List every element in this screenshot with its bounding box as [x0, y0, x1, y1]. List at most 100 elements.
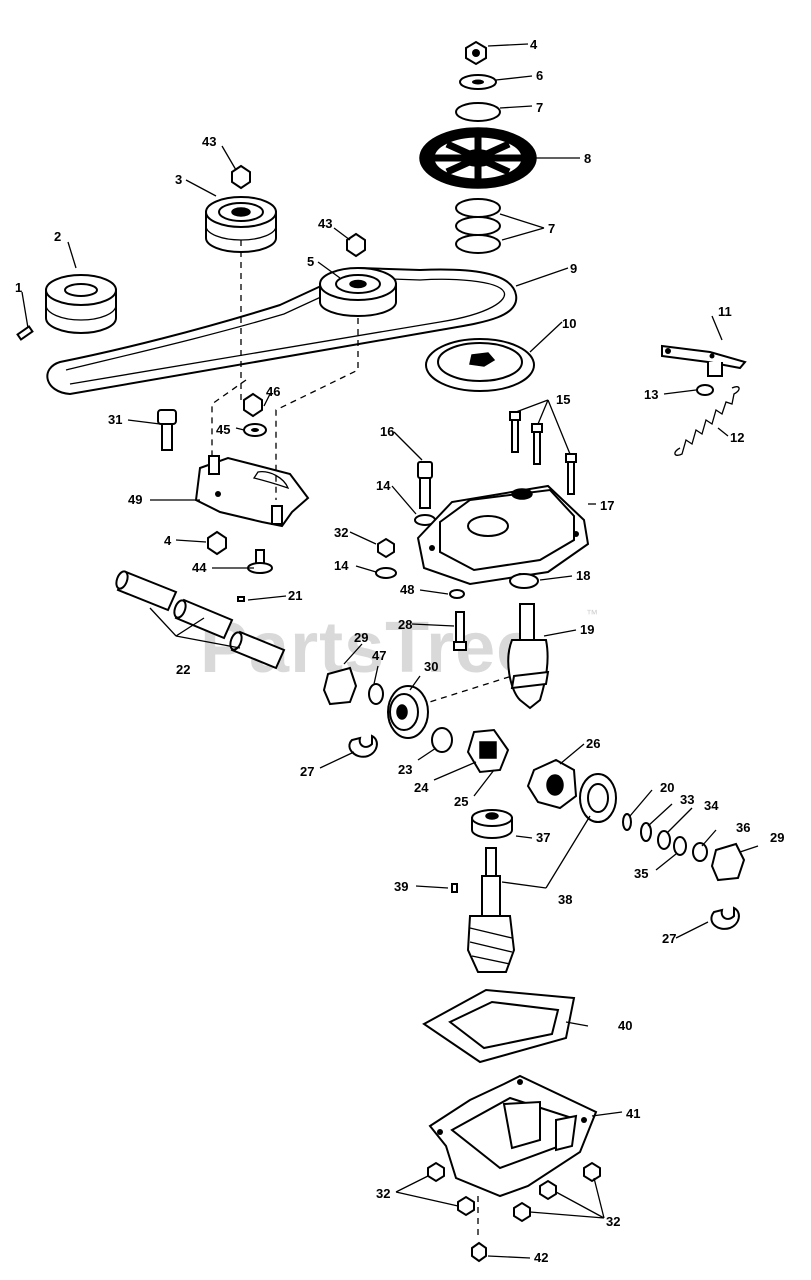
callout-29-left: 29: [354, 630, 368, 645]
part-9-drive-belt: [46, 266, 518, 396]
callout-5: 5: [307, 254, 314, 269]
part-17-housing-cover: [416, 484, 590, 586]
callout-35: 35: [634, 866, 648, 881]
part-29-bearing-right: [710, 842, 746, 882]
callout-40: 40: [618, 1018, 632, 1033]
callout-18: 18: [576, 568, 590, 583]
callout-1: 1: [15, 280, 22, 295]
callout-labels: 4 6 7 8 7 9 10 11 12 13 43 3 43 2 5 1 31…: [15, 37, 784, 1265]
callout-17: 17: [600, 498, 614, 513]
callout-14-a: 14: [376, 478, 391, 493]
part-1-set-screw: [16, 325, 34, 341]
part-16-bolt: [417, 461, 433, 509]
callout-43-mid: 43: [318, 216, 332, 231]
part-28-bolt: [453, 611, 467, 651]
part-31-shoulder-bolt: [157, 409, 177, 451]
part-23-collar: [431, 727, 453, 753]
callout-32-b: 32: [376, 1186, 390, 1201]
part-37-bearing: [471, 809, 513, 839]
callout-31: 31: [108, 412, 122, 427]
leader-lines: [21, 43, 759, 1259]
callout-27-right: 27: [662, 931, 676, 946]
part-41-transmission-housing: [428, 1074, 598, 1198]
part-2-engine-pulley: [45, 274, 117, 334]
part-11-idler-arm: [661, 344, 747, 377]
callout-11: 11: [718, 304, 732, 319]
part-21-pin: [237, 596, 245, 602]
callout-4-top: 4: [530, 37, 538, 52]
part-27-bearing-cap-left: [348, 734, 378, 758]
part-38-gear: [579, 773, 617, 823]
part-47-washer: [368, 683, 384, 705]
callout-41: 41: [626, 1106, 640, 1121]
part-38-worm-shaft: [466, 847, 516, 973]
callout-8: 8: [584, 151, 591, 166]
callout-20: 20: [660, 780, 674, 795]
part-7-bearing-stack: [455, 198, 501, 254]
part-40-gasket: [422, 988, 576, 1064]
callout-19: 19: [580, 622, 594, 637]
callout-16: 16: [380, 424, 394, 439]
part-32-nut-a: [377, 537, 395, 559]
callout-49: 49: [128, 492, 142, 507]
part-44-bolt: [247, 549, 273, 574]
callout-23: 23: [398, 762, 412, 777]
part-43-nut-b: [346, 232, 366, 258]
part-24-25-shifter-gear: [466, 728, 510, 774]
part-5-idler-pulley: [319, 267, 397, 317]
callout-2: 2: [54, 229, 61, 244]
callout-7-stack: 7: [548, 221, 555, 236]
part-12-spring: [674, 386, 740, 456]
part-3-idler-pulley: [205, 196, 277, 253]
callout-32-c: 32: [606, 1214, 620, 1229]
callout-25: 25: [454, 794, 468, 809]
callout-46: 46: [266, 384, 280, 399]
part-14-washer-b: [375, 567, 397, 579]
callout-3: 3: [175, 172, 182, 187]
part-13-washer: [696, 384, 714, 396]
callout-45: 45: [216, 422, 230, 437]
callout-47: 47: [372, 648, 386, 663]
callout-43-top: 43: [202, 134, 216, 149]
part-26-clutch-dog: [526, 758, 578, 810]
callout-34: 34: [704, 798, 719, 813]
part-15-bolts: [509, 411, 577, 495]
part-48-washer: [449, 589, 465, 599]
callout-24: 24: [414, 780, 429, 795]
part-27-bearing-cap-right: [710, 906, 740, 930]
callout-48: 48: [400, 582, 414, 597]
callout-37: 37: [536, 830, 550, 845]
part-8-drive-pulley: [419, 127, 537, 189]
callout-22: 22: [176, 662, 190, 677]
part-32-nuts-bottom: [427, 1161, 601, 1223]
part-19-shift-fork: [507, 603, 550, 710]
part-20-33-34-35-washers: [622, 813, 708, 862]
part-29-bearing-left: [322, 666, 358, 706]
callout-36: 36: [736, 820, 750, 835]
watermark-trademark: ™: [586, 607, 598, 621]
callout-9: 9: [570, 261, 577, 276]
part-22-axle-shafts: [115, 570, 286, 670]
callout-6: 6: [536, 68, 543, 83]
callout-39: 39: [394, 879, 408, 894]
callout-21: 21: [288, 588, 302, 603]
assembly-line-bracket: [211, 379, 247, 456]
part-18-seal: [509, 573, 539, 589]
part-7-bearing-top: [455, 102, 501, 122]
callout-26: 26: [586, 736, 600, 751]
callout-38: 38: [558, 892, 572, 907]
part-6-washer: [459, 74, 497, 90]
callout-7-top: 7: [536, 100, 543, 115]
part-49-idler-bracket: [194, 455, 310, 528]
callout-4-bracket: 4: [164, 533, 172, 548]
part-42-drain-plug: [471, 1241, 487, 1263]
part-4-nut-top: [465, 40, 487, 66]
callout-14-b: 14: [334, 558, 349, 573]
part-39-key: [451, 883, 458, 893]
callout-44: 44: [192, 560, 207, 575]
callout-10: 10: [562, 316, 576, 331]
callout-30: 30: [424, 659, 438, 674]
callout-33: 33: [680, 792, 694, 807]
callout-12: 12: [730, 430, 744, 445]
